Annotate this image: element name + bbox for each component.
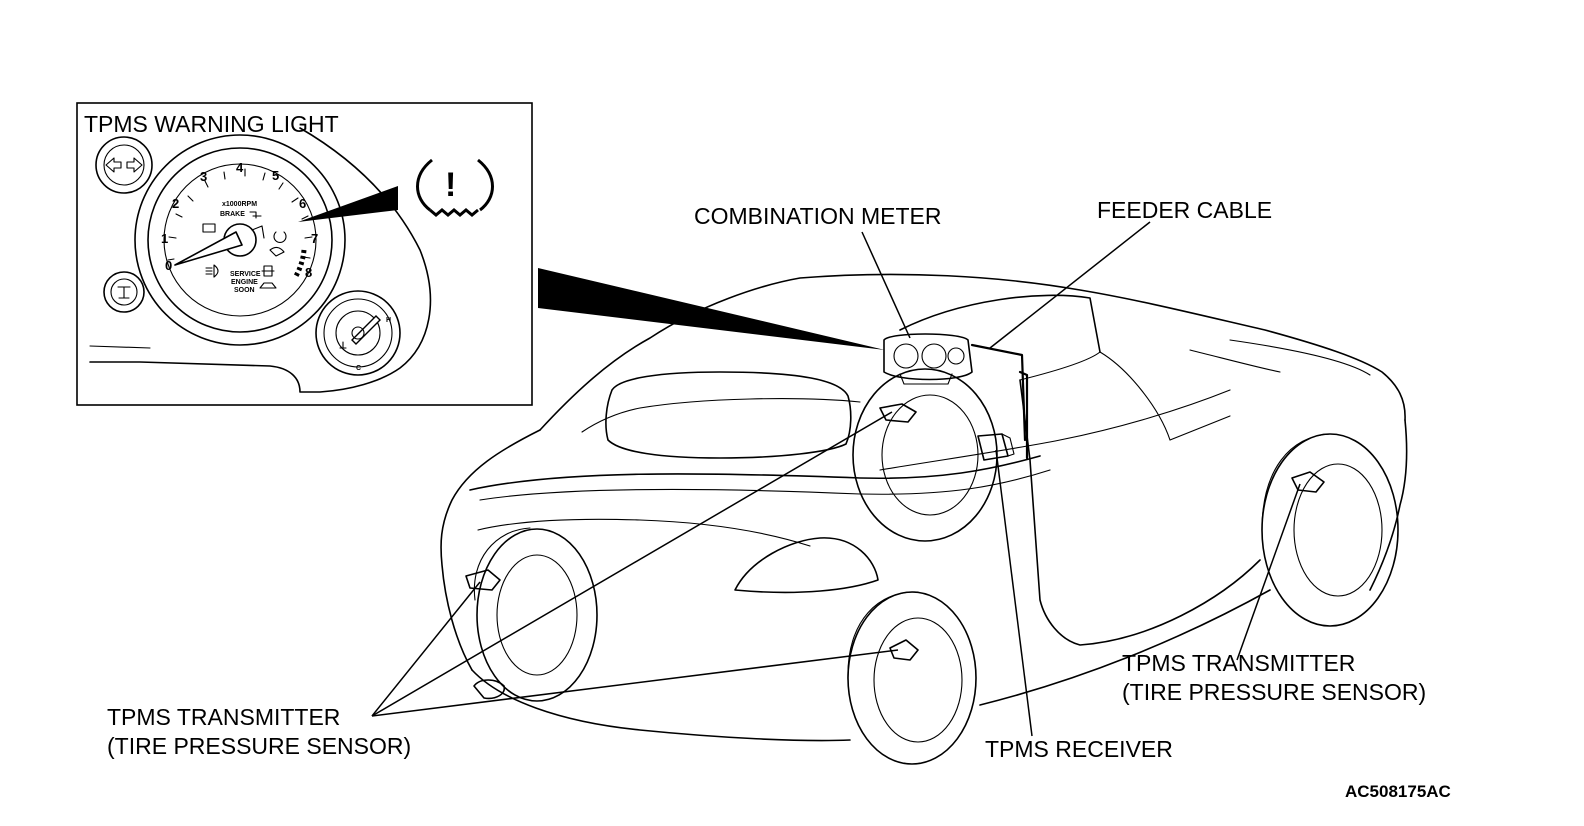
tpms-warning-icon: ! [416,158,494,217]
fog-light-icon [261,265,275,277]
leader-transmitter-front-left [371,649,899,717]
door-line [1019,379,1261,646]
warning-light-label: TPMS WARNING LIGHT [84,111,339,137]
seatbelt-icon [249,211,262,219]
transmitter-left-label-line2: (TIRE PRESSURE SENSOR) [107,733,411,759]
tpms-receiver [977,433,1015,461]
rear-panel-line [477,518,811,547]
tpms-exclamation: ! [445,166,456,204]
combination-meter [883,333,973,385]
hood-line [1189,349,1281,373]
front-sweep-line [879,389,1231,471]
leader-combination-meter [861,231,911,339]
rear-window [605,371,852,459]
turn-signal-icon [95,136,153,194]
leader-transmitter-front-right [1236,483,1301,661]
battery-icon [202,223,216,233]
needle-tail [251,225,265,239]
rear-end-line [440,429,541,671]
hood-edge [1229,339,1371,376]
tach-number-5: 5 [272,168,279,183]
tach-number-6: 6 [299,196,306,211]
rear-deck-line [581,398,861,433]
front-right-wheel [1261,433,1399,627]
leader-transmitter-rear-right [371,411,893,717]
leader-lines [371,221,1301,737]
feeder-cable [970,343,1027,442]
trip-reset-icon [103,271,145,313]
windshield-frame [899,294,1101,353]
tpms-small-icon [273,231,287,243]
coolant-icon [339,341,347,349]
tach-number-3: 3 [200,169,207,184]
leader-transmitter-rear-left [371,581,481,717]
receiver-label: TPMS RECEIVER [985,736,1173,762]
warning-light-inset: TPMS WARNING LIGHT [76,102,533,406]
tach-number-4: 4 [236,160,244,175]
car-icon [259,282,277,289]
figure-code: AC508175AC [1345,782,1451,801]
transmitter-rear-right [879,403,917,423]
tach-ticks [167,168,313,261]
brake-warning-label: BRAKE [220,211,245,218]
transmitter-rear-left [465,569,501,591]
transmitter-front-right [1291,471,1325,493]
inset-frame [76,102,533,406]
service-label-3: SOON [234,287,255,294]
temperature-high-label: H [386,317,391,324]
front-end-line [1369,419,1408,591]
a-pillar-line [1019,351,1101,381]
combination-meter-label: COMBINATION METER [694,203,941,229]
transmitter-right-label-line1: TPMS TRANSMITTER [1122,650,1355,676]
side-sill-line [979,589,1271,706]
service-label-2: ENGINE [231,279,258,286]
tach-unit: x1000RPM [222,201,257,208]
temperature-needle [351,315,381,345]
service-label-1: SERVICE [230,271,261,278]
tach-number-8: 8 [305,265,312,280]
tach-number-0: 0 [165,258,172,273]
rear-left-wheel [473,527,598,702]
feeder-cable-label: FEEDER CABLE [1097,197,1272,223]
side-air-intake [734,537,879,594]
tach-number-7: 7 [311,231,318,246]
leader-receiver [995,449,1033,737]
beltline-lower [479,469,1051,501]
temperature-gauge: H C [315,290,401,376]
meter-callout-wedge [538,268,885,350]
tachometer: 0 1 2 3 4 5 6 7 8 x1000RPM BRAKE SERVICE… [134,134,346,346]
transmitter-right-label-line2: (TIRE PRESSURE SENSOR) [1122,679,1426,705]
warning-callout-wedge [298,186,398,222]
transmitter-left-label-line1: TPMS TRANSMITTER [107,704,340,730]
redline-zone [293,249,307,278]
front-left-wheel [847,591,977,765]
tach-number-1: 1 [161,231,168,246]
tach-needle [174,231,243,266]
headlight-icon [205,264,219,278]
car-outline [440,273,1408,742]
mirror-line [1169,415,1231,441]
side-window-line [1099,351,1171,441]
oil-icon [269,246,285,257]
tow-hook [473,679,506,700]
temperature-low-label: C [356,365,361,372]
panel-edge [89,345,151,349]
body-top-line [539,273,1406,431]
leader-feeder-cable [989,221,1151,349]
beltline [469,455,1041,491]
tach-number-2: 2 [172,196,179,211]
transmitter-front-left [889,639,919,661]
rear-lower-line [471,669,851,742]
